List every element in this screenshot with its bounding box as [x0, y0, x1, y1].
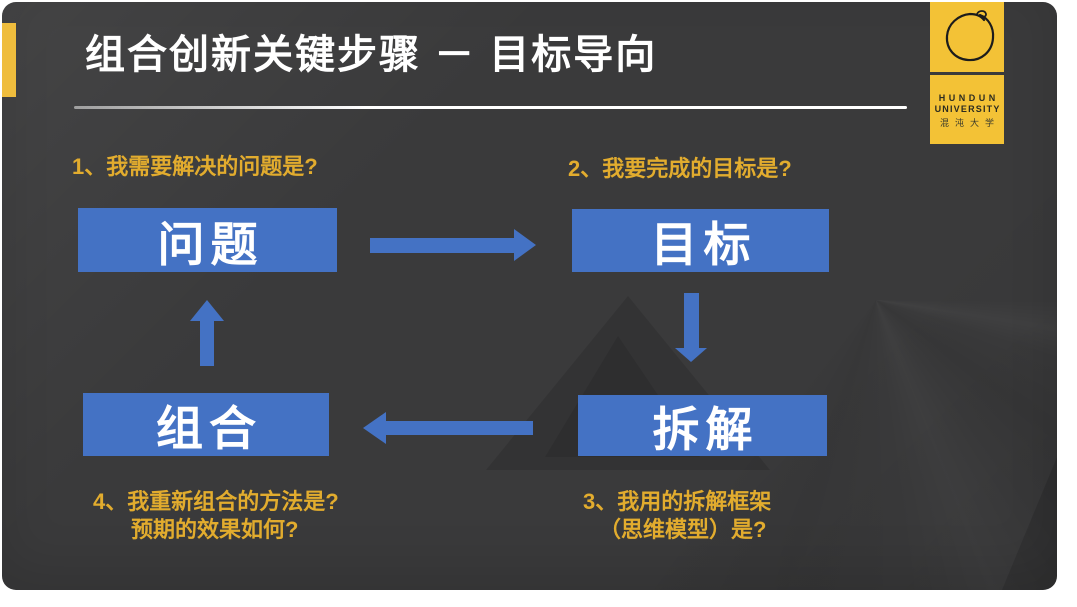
arrow-head [675, 348, 707, 362]
logo-text-en-2: UNIVERSITY [934, 104, 1001, 114]
question-label-3-line2: （思维模型）是? [599, 517, 767, 542]
arrow-shaft [200, 321, 214, 366]
logo-text-en-1: HUNDUN [938, 93, 999, 103]
arrow-left-icon [363, 412, 533, 444]
question-label-4: 4、我重新组合的方法是? 预期的效果如何? [93, 488, 339, 544]
arrow-shaft [370, 238, 514, 253]
question-label-4-line1: 4、我重新组合的方法是? [93, 489, 339, 514]
arrow-shaft [386, 421, 533, 435]
logo-text-block: HUNDUN UNIVERSITY 混沌大学 [930, 75, 1004, 144]
arrow-head [190, 300, 224, 321]
flow-box-problem: 问题 [78, 208, 337, 272]
logo-text-cn: 混沌大学 [939, 118, 1000, 128]
question-label-3: 3、我用的拆解框架 （思维模型）是? [583, 488, 771, 544]
arrow-up-icon [190, 300, 224, 366]
page-title: 组合创新关键步骤 － 目标导向 [85, 33, 658, 77]
title-underline [74, 106, 907, 109]
flow-box-goal: 目标 [572, 209, 829, 272]
logo-mark-block [930, 2, 1004, 72]
question-label-4-line2: 预期的效果如何? [131, 517, 299, 542]
flow-box-decompose: 拆解 [578, 395, 827, 456]
question-label-2: 2、我要完成的目标是? [568, 156, 792, 181]
question-label-1: 1、我需要解决的问题是? [72, 154, 318, 179]
arrow-head [514, 229, 536, 261]
hundun-university-logo: HUNDUN UNIVERSITY 混沌大学 [930, 2, 1004, 144]
arrow-head [363, 412, 386, 444]
arrow-shaft [684, 293, 699, 348]
presentation-slide: 组合创新关键步骤 － 目标导向 HUNDUN UNIVERSITY 混沌大学 1… [2, 2, 1057, 590]
flow-box-combine: 组合 [83, 393, 329, 456]
enso-circle-icon [945, 10, 995, 62]
title-accent-bar [2, 23, 16, 97]
arrow-right-icon [370, 229, 536, 261]
question-label-3-line1: 3、我用的拆解框架 [583, 489, 772, 514]
arrow-down-icon [675, 293, 708, 362]
